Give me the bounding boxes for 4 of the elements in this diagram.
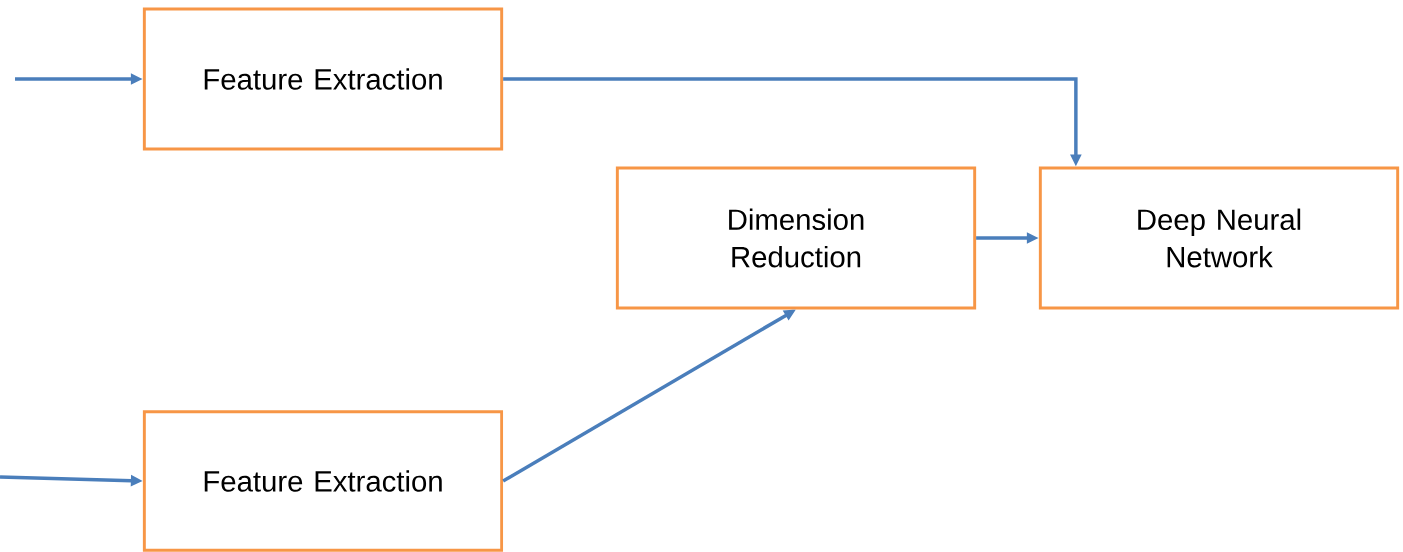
process-box: Dimension Reduction — [615, 166, 977, 310]
process-box: Deep Neural Network — [1038, 166, 1400, 310]
process-box: Feature Extraction — [142, 410, 504, 552]
process-box: Feature Extraction — [142, 7, 504, 151]
